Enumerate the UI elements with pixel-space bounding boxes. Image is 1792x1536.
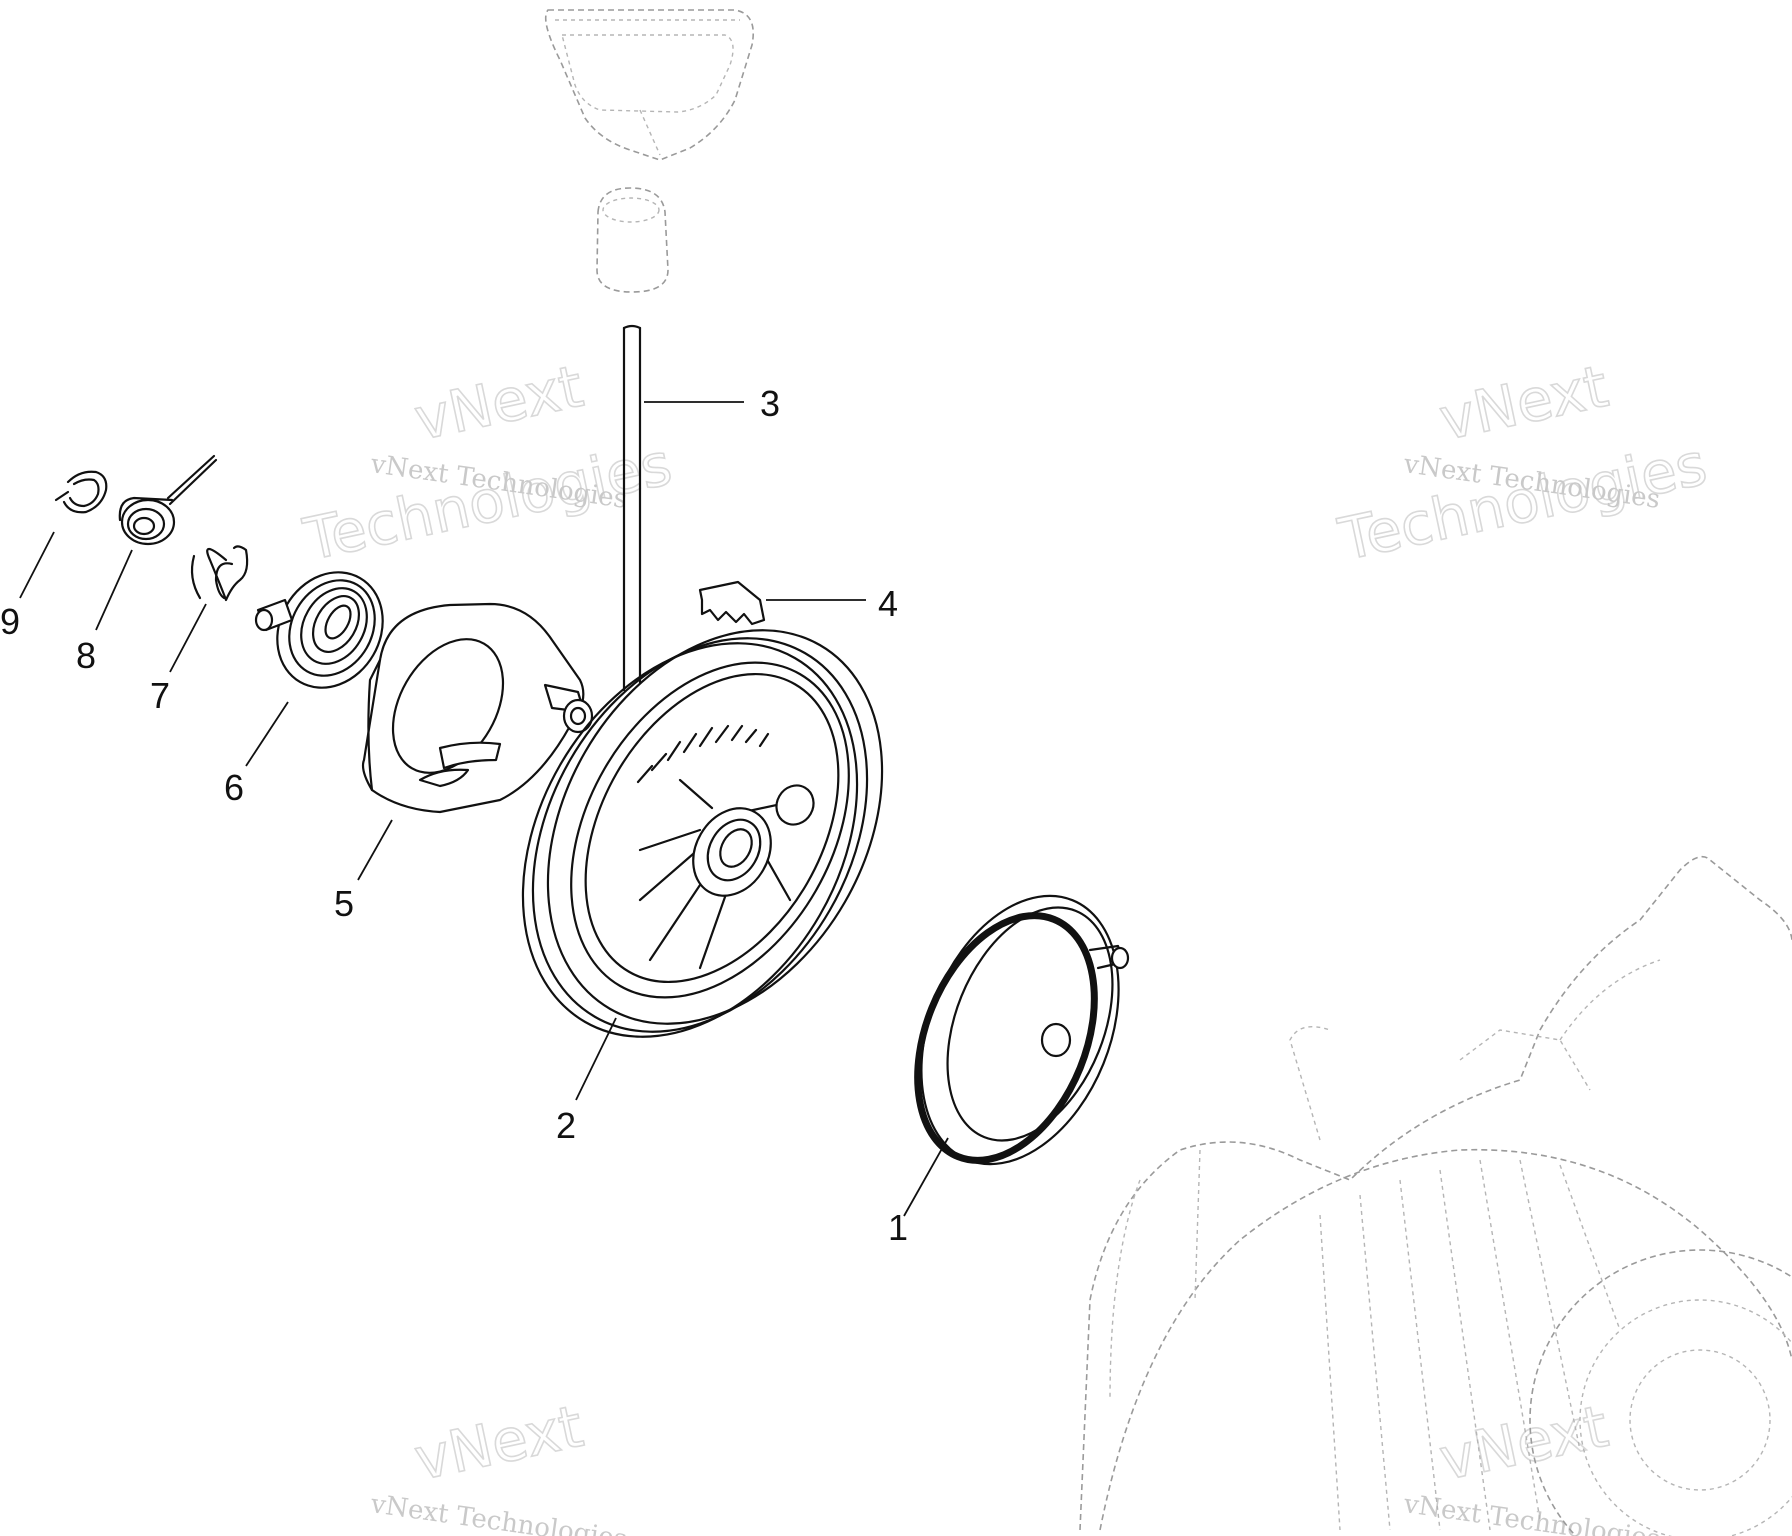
watermark-small-text: vNext Technologies: [368, 1489, 629, 1536]
watermark-large-line1: vNext: [1434, 1392, 1614, 1494]
callout-2: 2: [556, 1105, 576, 1146]
callout-6: 6: [224, 767, 244, 808]
watermark-bottom-left: vNext vNext Technologies: [368, 1391, 629, 1536]
leader-7: [169, 603, 207, 673]
callout-3: 3: [760, 383, 780, 424]
leader-1: [903, 1137, 949, 1217]
callout-9: 9: [0, 601, 20, 642]
starter-pulley: [521, 629, 884, 1038]
recoil-spring-cassette: [254, 571, 384, 689]
callout-4: 4: [878, 583, 898, 624]
ghost-rope-bushing: [596, 187, 669, 293]
watermark-small-text: vNext Technologies: [1401, 1489, 1662, 1536]
e-ring-clip: [190, 545, 249, 602]
callout-8: 8: [76, 635, 96, 676]
pulley-teeth: [636, 724, 770, 784]
leader-lines: [19, 401, 949, 1217]
ghost-housing-ribs: [1319, 1159, 1621, 1531]
pulley-spokes: [638, 778, 802, 970]
callout-1: 1: [888, 1207, 908, 1248]
watermark-top-left: vNext Technologies vNext Technologies: [297, 351, 678, 575]
cover-plate: [361, 602, 594, 814]
callout-7: 7: [150, 675, 170, 716]
leader-8: [95, 549, 133, 631]
ghost-handle-grip: [544, 9, 754, 161]
watermark-bottom-right: vNext vNext Technologies: [1401, 1391, 1662, 1536]
ghost-engine-housing: [1079, 855, 1792, 1536]
leader-9: [19, 531, 55, 599]
callout-5: 5: [334, 883, 354, 924]
watermark-large-line1: vNext: [409, 352, 589, 454]
watermark-large-line1: vNext: [409, 1392, 589, 1494]
watermark-large-line1: vNext: [1434, 352, 1614, 454]
leader-6: [245, 701, 289, 767]
pawl: [698, 580, 766, 626]
leader-2: [575, 1017, 617, 1101]
callout-labels: 1 2 3 4 5 6 7 8 9: [0, 383, 908, 1248]
watermark-top-right: vNext Technologies vNext Technologies: [1332, 351, 1713, 575]
housing-ring: [914, 894, 1130, 1166]
leader-5: [357, 819, 393, 881]
torsion-spring: [118, 454, 218, 546]
starter-rope: [622, 324, 642, 692]
retaining-clip: [54, 470, 108, 514]
